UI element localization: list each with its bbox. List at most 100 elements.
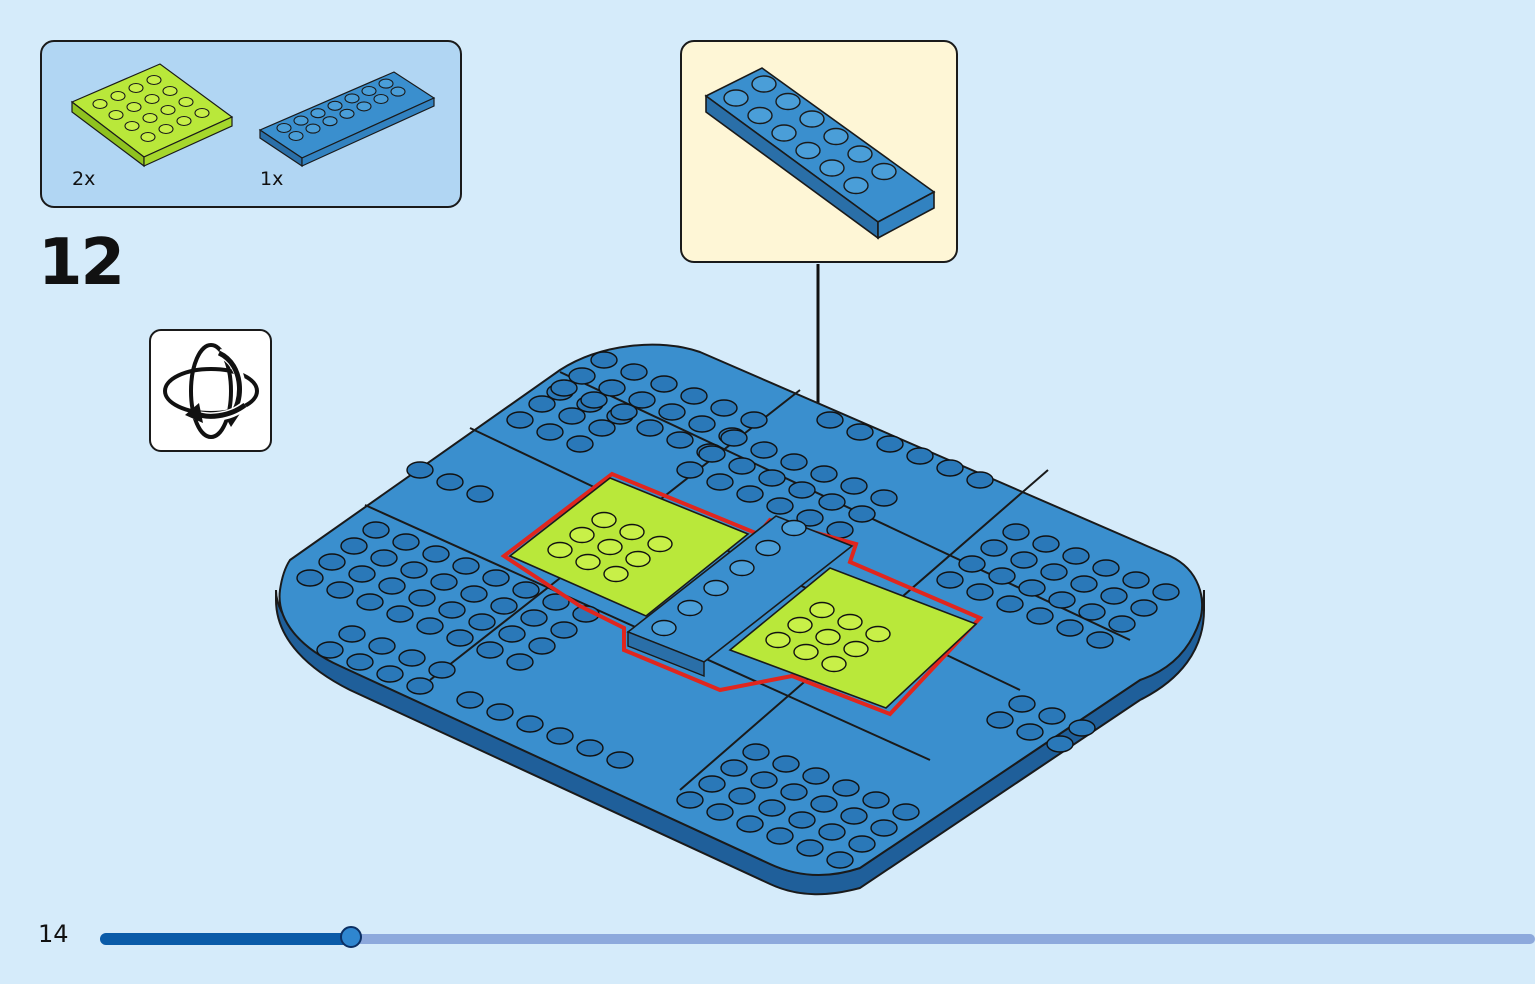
stud <box>847 145 873 163</box>
stud <box>400 561 428 579</box>
stud <box>468 613 496 631</box>
stud <box>1018 579 1046 597</box>
stud <box>832 779 860 797</box>
stud <box>110 90 126 102</box>
stud <box>591 511 617 529</box>
stud <box>1152 583 1180 601</box>
stud <box>276 122 292 134</box>
stud <box>386 605 414 623</box>
stud <box>346 653 374 671</box>
stud <box>788 481 816 499</box>
progress-fill <box>100 933 352 945</box>
stud <box>840 477 868 495</box>
stud <box>506 411 534 429</box>
stud <box>636 419 664 437</box>
stud <box>610 403 638 421</box>
stud <box>512 581 540 599</box>
stud <box>528 637 556 655</box>
stud <box>766 497 794 515</box>
lime-plate-icon <box>70 63 234 168</box>
stud <box>1092 559 1120 577</box>
stud <box>1010 551 1038 569</box>
stud <box>476 641 504 659</box>
stud <box>305 123 321 134</box>
stud <box>194 107 210 119</box>
stud <box>339 108 355 119</box>
stud <box>848 505 876 523</box>
blue-plate-icon <box>704 67 936 240</box>
stud <box>392 533 420 551</box>
quantity-label: 2x <box>72 168 96 190</box>
stud <box>326 581 354 599</box>
stud <box>966 583 994 601</box>
stud <box>780 783 808 801</box>
stud <box>688 415 716 433</box>
stud <box>666 431 694 449</box>
stud <box>466 485 494 503</box>
stud <box>1016 723 1044 741</box>
stud <box>356 101 372 112</box>
stud <box>846 423 874 441</box>
stud <box>758 469 786 487</box>
stud <box>516 715 544 733</box>
stud <box>398 649 426 667</box>
stud <box>780 453 808 471</box>
stud <box>296 569 324 587</box>
stud <box>676 461 704 479</box>
stud <box>966 471 994 489</box>
stud <box>126 101 142 113</box>
stud <box>406 461 434 479</box>
stud <box>906 447 934 465</box>
stud <box>606 751 634 769</box>
stud <box>598 379 626 397</box>
stud <box>736 815 764 833</box>
stud <box>452 557 480 575</box>
stud <box>980 539 1008 557</box>
parts-list-box: 2x 1x <box>40 40 462 208</box>
stud <box>528 395 556 413</box>
progress-indicator <box>340 926 363 948</box>
stud <box>456 691 484 709</box>
stud <box>816 411 844 429</box>
stud <box>310 108 326 119</box>
stud <box>416 617 444 635</box>
stud <box>698 445 726 463</box>
stud <box>772 755 800 773</box>
stud <box>865 625 891 643</box>
stud <box>422 545 450 563</box>
stud <box>597 538 623 556</box>
stud <box>327 100 343 111</box>
stud <box>818 493 846 511</box>
stud <box>775 92 801 111</box>
stud <box>158 123 174 135</box>
rotate-model-box <box>149 329 272 452</box>
stud <box>1056 619 1084 637</box>
stud <box>871 162 897 181</box>
stud <box>620 363 648 381</box>
stud <box>740 411 768 429</box>
stud <box>936 571 964 589</box>
page-number: 14 <box>38 920 69 948</box>
stud <box>720 429 748 447</box>
stud <box>542 593 570 611</box>
stud <box>368 637 396 655</box>
stud <box>1086 631 1114 649</box>
stud <box>677 599 703 617</box>
stud <box>408 589 436 607</box>
stud <box>558 407 586 425</box>
stud <box>546 727 574 745</box>
stud <box>755 539 781 557</box>
stud <box>651 619 677 637</box>
stud <box>795 141 821 160</box>
stud <box>810 795 838 813</box>
stud <box>293 115 309 126</box>
stud <box>892 803 920 821</box>
stud <box>460 585 488 603</box>
stud <box>720 759 748 777</box>
stud <box>723 89 749 107</box>
stud <box>729 559 755 577</box>
stud <box>566 435 594 453</box>
stud <box>793 643 819 661</box>
stud <box>438 601 466 619</box>
